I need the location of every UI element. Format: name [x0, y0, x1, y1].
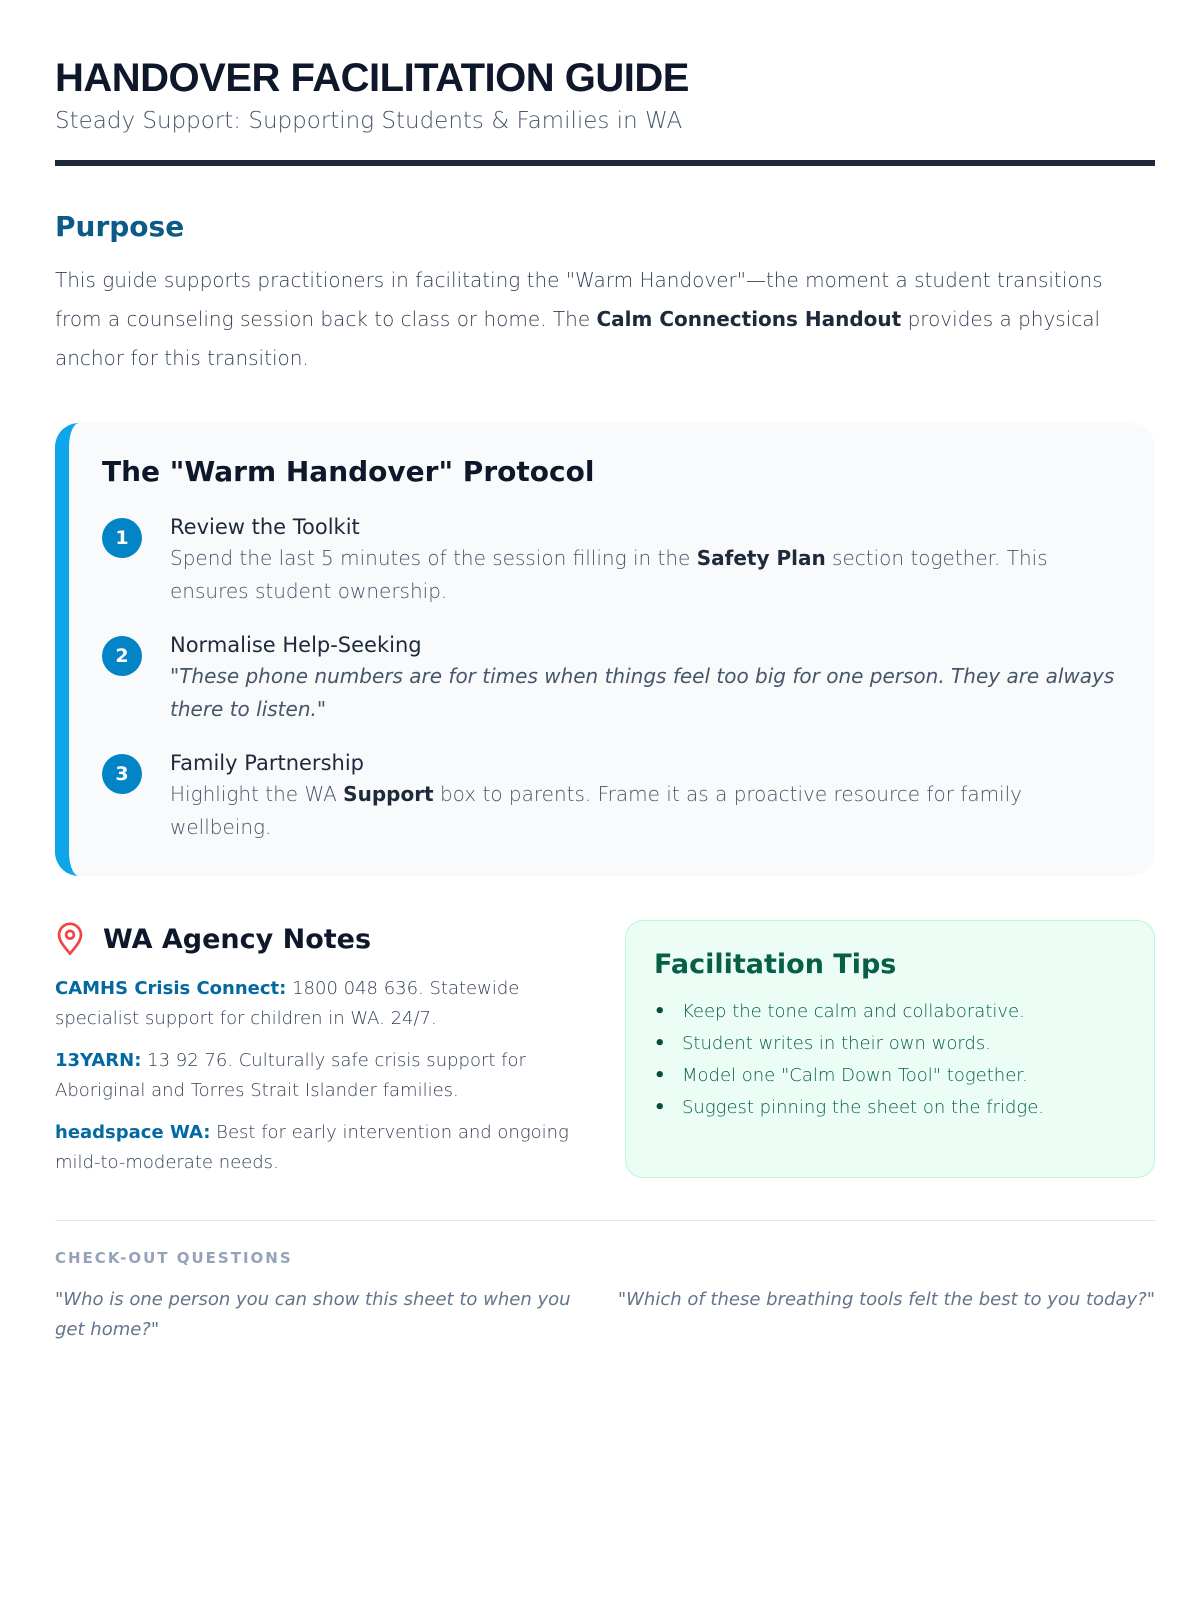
step-number-badge: 2	[102, 636, 142, 676]
protocol-step: 3 Family Partnership Highlight the WA Su…	[102, 748, 1121, 844]
step-body-2: section together. This ensures student o…	[170, 546, 1048, 603]
agency-text: 13 92 76. Culturally safe crisis support…	[55, 1050, 526, 1101]
agency-label: headspace WA:	[55, 1122, 211, 1143]
tips-heading: Facilitation Tips	[654, 949, 897, 980]
tip-item: Keep the tone calm and collaborative.	[654, 996, 1126, 1028]
purpose-text-2: provides a physical anchor for this tran…	[55, 307, 1101, 370]
checkout-questions: "Who is one person you can show this she…	[55, 1285, 1155, 1345]
header-divider	[55, 160, 1155, 166]
step-bold: Safety Plan	[696, 546, 826, 570]
agency-heading-text: WA Agency Notes	[103, 923, 372, 955]
tip-item: Student writes in their own words.	[654, 1028, 1126, 1060]
checkout-question: "Which of these breathing tools felt the…	[617, 1289, 1155, 1310]
page-subtitle: Steady Support: Supporting Students & Fa…	[55, 108, 683, 134]
step-title: Family Partnership	[170, 751, 364, 775]
agency-label: CAMHS Crisis Connect:	[55, 978, 287, 999]
agency-text: Best for early intervention and ongoing …	[55, 1122, 569, 1173]
agency-notes: WA Agency Notes CAMHS Crisis Connect: 18…	[55, 920, 575, 1178]
protocol-step: 2 Normalise Help-Seeking "These phone nu…	[102, 630, 1121, 726]
purpose-bold: Calm Connections Handout	[596, 307, 902, 331]
two-column-section: WA Agency Notes CAMHS Crisis Connect: 18…	[55, 920, 1155, 1178]
facilitation-tips-card: Facilitation Tips Keep the tone calm and…	[625, 920, 1155, 1178]
step-bold: Support	[343, 782, 434, 806]
agency-label: 13YARN:	[55, 1050, 142, 1071]
checkout-question: "Who is one person you can show this she…	[55, 1289, 571, 1340]
step-title: Review the Toolkit	[170, 515, 360, 539]
tip-item: Suggest pinning the sheet on the fridge.	[654, 1092, 1126, 1124]
agency-item: 13YARN: 13 92 76. Culturally safe crisis…	[55, 1046, 575, 1106]
map-pin-icon	[57, 922, 83, 956]
step-body-1: Spend the last 5 minutes of the session …	[170, 546, 697, 570]
step-body: Spend the last 5 minutes of the session …	[170, 542, 1121, 608]
protocol-card: The "Warm Handover" Protocol 1 Review th…	[55, 423, 1155, 876]
purpose-text-1: This guide supports practitioners in fac…	[55, 268, 1103, 331]
checkout-heading: CHECK-OUT QUESTIONS	[55, 1249, 293, 1267]
tip-item: Model one "Calm Down Tool" together.	[654, 1060, 1126, 1092]
agency-item: headspace WA: Best for early interventio…	[55, 1118, 575, 1178]
step-body: Highlight the WA Support box to parents.…	[170, 778, 1121, 844]
purpose-heading: Purpose	[55, 210, 185, 243]
step-body: "These phone numbers are for times when …	[170, 664, 1115, 721]
step-number-badge: 1	[102, 518, 142, 558]
agency-item: CAMHS Crisis Connect: 1800 048 636. Stat…	[55, 974, 575, 1034]
step-number-badge: 3	[102, 754, 142, 794]
protocol-heading: The "Warm Handover" Protocol	[102, 455, 595, 488]
section-divider	[55, 1220, 1155, 1221]
page-title: HANDOVER FACILITATION GUIDE	[55, 56, 689, 100]
step-title: Normalise Help-Seeking	[170, 633, 422, 657]
step-body-2: box to parents. Frame it as a proactive …	[170, 782, 1023, 839]
protocol-step: 1 Review the Toolkit Spend the last 5 mi…	[102, 512, 1121, 608]
handover-guide: HANDOVER FACILITATION GUIDE Steady Suppo…	[55, 52, 1155, 1345]
tips-list: Keep the tone calm and collaborative. St…	[654, 996, 1126, 1124]
step-body-1: Highlight the WA	[170, 782, 344, 806]
agency-heading: WA Agency Notes	[55, 922, 575, 956]
purpose-text: This guide supports practitioners in fac…	[55, 261, 1155, 378]
agency-text: 1800 048 636. Statewide specialist suppo…	[55, 978, 520, 1029]
